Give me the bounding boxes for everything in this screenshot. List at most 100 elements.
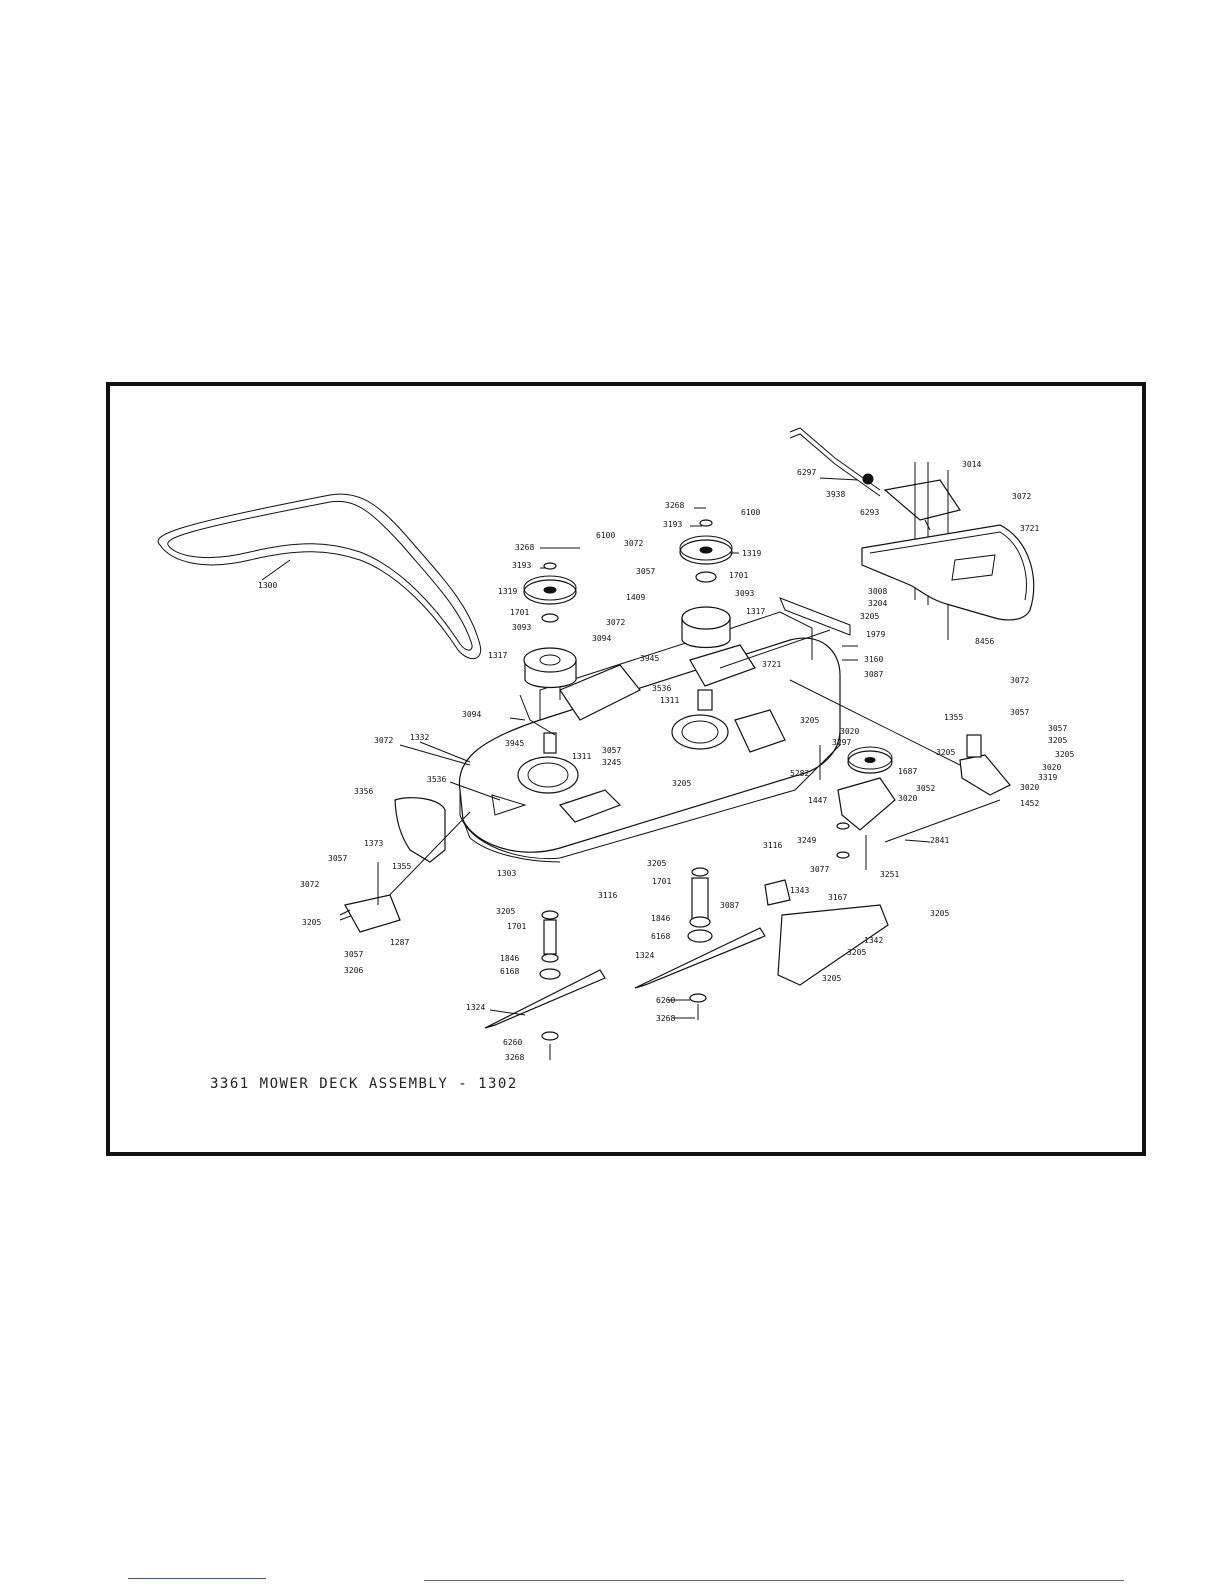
callout: 1324 xyxy=(635,951,654,960)
callout: 1355 xyxy=(944,713,963,722)
callout: 1373 xyxy=(364,839,383,848)
callout: 3008 xyxy=(868,587,887,596)
callout-labels: 1300 3268 3193 6100 3072 3057 1319 1409 … xyxy=(258,460,1074,1062)
callout: 3072 xyxy=(624,539,643,548)
callout: 3268 xyxy=(665,501,684,510)
callout: 1311 xyxy=(660,696,679,705)
callout: 3938 xyxy=(826,490,845,499)
callout: 3193 xyxy=(663,520,682,529)
callout: 3160 xyxy=(864,655,883,664)
callout: 3116 xyxy=(598,891,617,900)
leader-lines xyxy=(261,477,931,1019)
callout: 1343 xyxy=(790,886,809,895)
discharge-chute xyxy=(861,524,1035,621)
callout: 3205 xyxy=(1048,736,1067,745)
callout: 3077 xyxy=(810,865,829,874)
callout: 1447 xyxy=(808,796,827,805)
callout: 6260 xyxy=(503,1038,522,1047)
callout: 3167 xyxy=(828,893,847,902)
callout: 6260 xyxy=(656,996,675,1005)
callout: 3249 xyxy=(797,836,816,845)
callout: 3268 xyxy=(505,1053,524,1062)
callout: 3020 xyxy=(898,794,917,803)
callout: 3721 xyxy=(762,660,781,669)
callout: 1355 xyxy=(392,862,411,871)
callout: 3297 xyxy=(832,738,851,747)
callout: 3536 xyxy=(427,775,446,784)
callout: 3093 xyxy=(735,589,754,598)
callout: 3205 xyxy=(800,716,819,725)
callout: 3268 xyxy=(656,1014,675,1023)
callout: 3072 xyxy=(1010,676,1029,685)
left-spindle-assembly xyxy=(519,562,641,754)
callout: 3205 xyxy=(302,918,321,927)
callout: 1317 xyxy=(488,651,507,660)
callout: 3094 xyxy=(592,634,611,643)
callout: 3945 xyxy=(640,654,659,663)
callout: 1701 xyxy=(652,877,671,886)
callout: 3093 xyxy=(512,623,531,632)
callout: 6100 xyxy=(741,508,760,517)
callout: 3057 xyxy=(1010,708,1029,717)
callout: 1409 xyxy=(626,593,645,602)
callout: 3268 xyxy=(515,543,534,552)
callout: 3057 xyxy=(636,567,655,576)
callout: 3251 xyxy=(880,870,899,879)
callout: 3020 xyxy=(1042,763,1061,772)
callout: 3057 xyxy=(1048,724,1067,733)
deck-lift-linkage xyxy=(719,427,1011,843)
footer-divider xyxy=(424,1580,1124,1581)
callout: 3205 xyxy=(847,948,866,957)
callout: 1311 xyxy=(572,752,591,761)
callout: 6168 xyxy=(651,932,670,941)
center-spindle-assembly xyxy=(679,519,756,711)
callout: 3205 xyxy=(936,748,955,757)
callout: 1701 xyxy=(507,922,526,931)
callout: 3206 xyxy=(344,966,363,975)
callout: 3205 xyxy=(822,974,841,983)
callout: 3116 xyxy=(763,841,782,850)
callout: 6100 xyxy=(596,531,615,540)
callout: 6168 xyxy=(500,967,519,976)
callout: 1846 xyxy=(651,914,670,923)
callout: 3319 xyxy=(1038,773,1057,782)
callout: 1979 xyxy=(866,630,885,639)
left-side-parts xyxy=(339,744,471,933)
callout: 3072 xyxy=(606,618,625,627)
callout: 3020 xyxy=(1020,783,1039,792)
callout: 1332 xyxy=(410,733,429,742)
callout: 1317 xyxy=(746,607,765,616)
callout: 3020 xyxy=(840,727,859,736)
callout: 3087 xyxy=(864,670,883,679)
callout: 3057 xyxy=(328,854,347,863)
callout: 3721 xyxy=(1020,524,1039,533)
callout: 3245 xyxy=(602,758,621,767)
mower-deck xyxy=(458,611,841,863)
callout: 1701 xyxy=(729,571,748,580)
callout: 2841 xyxy=(930,836,949,845)
callout: 3205 xyxy=(860,612,879,621)
callout: 6297 xyxy=(797,468,816,477)
callout: 1303 xyxy=(497,869,516,878)
callout: 3205 xyxy=(672,779,691,788)
callout: 3536 xyxy=(652,684,671,693)
callout: 1687 xyxy=(898,767,917,776)
callout: 3087 xyxy=(720,901,739,910)
callout: 3205 xyxy=(496,907,515,916)
callout: 1287 xyxy=(390,938,409,947)
footer-link-underline xyxy=(128,1578,266,1579)
callout: 3205 xyxy=(1055,750,1074,759)
callout: 1701 xyxy=(510,608,529,617)
callout: 3205 xyxy=(930,909,949,918)
callout: 3057 xyxy=(344,950,363,959)
callout: 1452 xyxy=(1020,799,1039,808)
callout: 1300 xyxy=(258,581,277,590)
callout: 1319 xyxy=(498,587,517,596)
callout: 1342 xyxy=(864,936,883,945)
callout: 6293 xyxy=(860,508,879,517)
callout: 3204 xyxy=(868,599,887,608)
callout: 3072 xyxy=(300,880,319,889)
callout: 3014 xyxy=(962,460,981,469)
diagram-caption: 3361 MOWER DECK ASSEMBLY - 1302 xyxy=(210,1076,518,1092)
callout: 3193 xyxy=(512,561,531,570)
